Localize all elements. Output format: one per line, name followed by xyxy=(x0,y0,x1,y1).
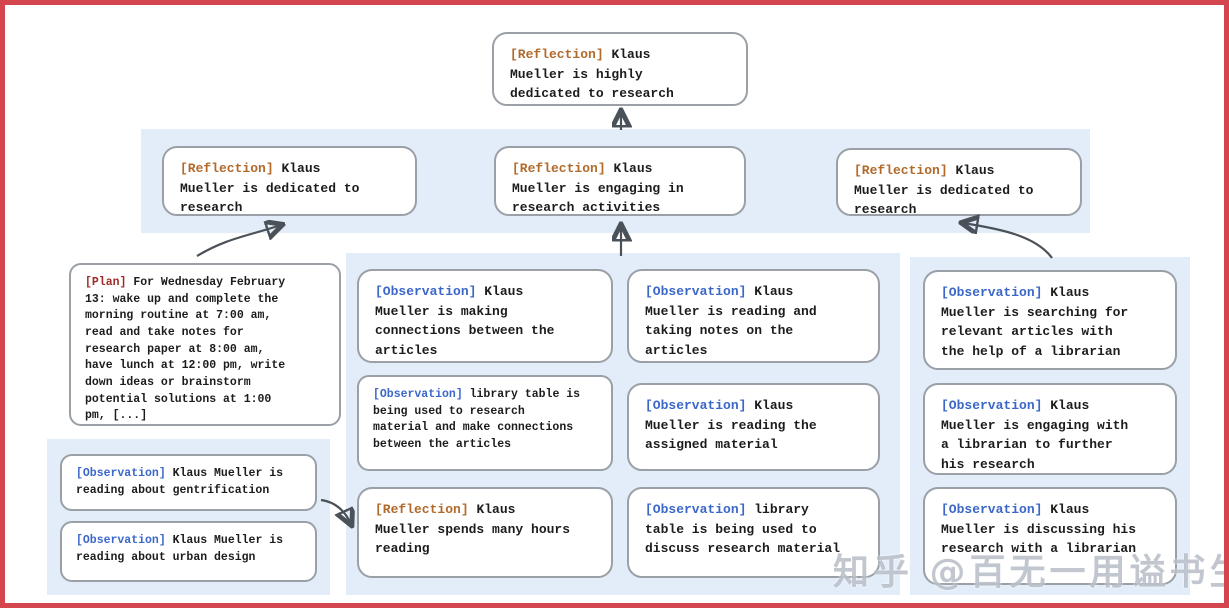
observation-tag: [Observation] xyxy=(76,467,166,480)
observation-tag: [Observation] xyxy=(645,398,747,413)
node-text: library table is being used to discuss r… xyxy=(645,502,841,556)
node-text: Klaus Mueller is discussing his research… xyxy=(941,502,1137,556)
observation-node-gentrification: [Observation] Klaus Mueller is reading a… xyxy=(60,454,317,511)
observation-node-engaging-librarian: [Observation] Klaus Mueller is engaging … xyxy=(923,383,1177,475)
reflection-tag: [Reflection] xyxy=(180,161,274,176)
reflection-tag: [Reflection] xyxy=(854,163,948,178)
observation-node-connections: [Observation] Klaus Mueller is making co… xyxy=(357,269,613,363)
node-text: Klaus Mueller is making connections betw… xyxy=(375,284,555,358)
observation-node-library-discuss: [Observation] library table is being use… xyxy=(627,487,880,578)
observation-node-urban-design: [Observation] Klaus Mueller is reading a… xyxy=(60,521,317,582)
observation-tag: [Observation] xyxy=(941,502,1043,517)
node-text: Klaus Mueller spends many hours reading xyxy=(375,502,571,556)
reflection-node-hours-reading: [Reflection] Klaus Mueller spends many h… xyxy=(357,487,613,578)
node-text: Klaus Mueller is reading about gentrific… xyxy=(76,467,284,497)
node-text: Klaus Mueller is dedicated to research xyxy=(180,161,360,215)
reflection-node-middle: [Reflection] Klaus Mueller is engaging i… xyxy=(494,146,746,216)
node-text: Klaus Mueller is engaging in research ac… xyxy=(512,161,684,215)
observation-tag: [Observation] xyxy=(76,534,166,547)
plan-tag: [Plan] xyxy=(85,276,127,289)
observation-tag: [Observation] xyxy=(941,398,1043,413)
reflection-tag: [Reflection] xyxy=(510,47,604,62)
observation-node-taking-notes: [Observation] Klaus Mueller is reading a… xyxy=(627,269,880,363)
node-text: Klaus Mueller is reading the assigned ma… xyxy=(645,398,817,452)
node-text: Klaus Mueller is reading and taking note… xyxy=(645,284,817,358)
observation-node-assigned-material: [Observation] Klaus Mueller is reading t… xyxy=(627,383,880,471)
reflection-node-right: [Reflection] Klaus Mueller is dedicated … xyxy=(836,148,1082,217)
node-text: library table is being used to research … xyxy=(373,388,581,452)
node-text: For Wednesday February 13: wake up and c… xyxy=(85,276,286,423)
observation-tag: [Observation] xyxy=(941,285,1043,300)
observation-node-searching-articles: [Observation] Klaus Mueller is searching… xyxy=(923,270,1177,370)
plan-node: [Plan] For Wednesday February 13: wake u… xyxy=(69,263,341,426)
observation-node-discussing-librarian: [Observation] Klaus Mueller is discussin… xyxy=(923,487,1177,585)
node-text: Klaus Mueller is dedicated to research xyxy=(854,163,1034,217)
reflection-tag: [Reflection] xyxy=(375,502,469,517)
node-text: Klaus Mueller is engaging with a librari… xyxy=(941,398,1129,472)
node-text: Klaus Mueller is searching for relevant … xyxy=(941,285,1129,359)
reflection-node-left: [Reflection] Klaus Mueller is dedicated … xyxy=(162,146,417,216)
node-text: Klaus Mueller is reading about urban des… xyxy=(76,534,284,564)
reflection-tag: [Reflection] xyxy=(512,161,606,176)
zhihu-watermark: 知乎 @百无一用谥书生 xyxy=(833,552,1229,593)
observation-node-library-research: [Observation] library table is being use… xyxy=(357,375,613,471)
reflection-node-top: [Reflection] Klaus Mueller is highly ded… xyxy=(492,32,748,106)
observation-tag: [Observation] xyxy=(375,284,477,299)
observation-tag: [Observation] xyxy=(645,284,747,299)
observation-tag: [Observation] xyxy=(645,502,747,517)
node-text: Klaus Mueller is highly dedicated to res… xyxy=(510,47,674,101)
observation-tag: [Observation] xyxy=(373,388,463,401)
